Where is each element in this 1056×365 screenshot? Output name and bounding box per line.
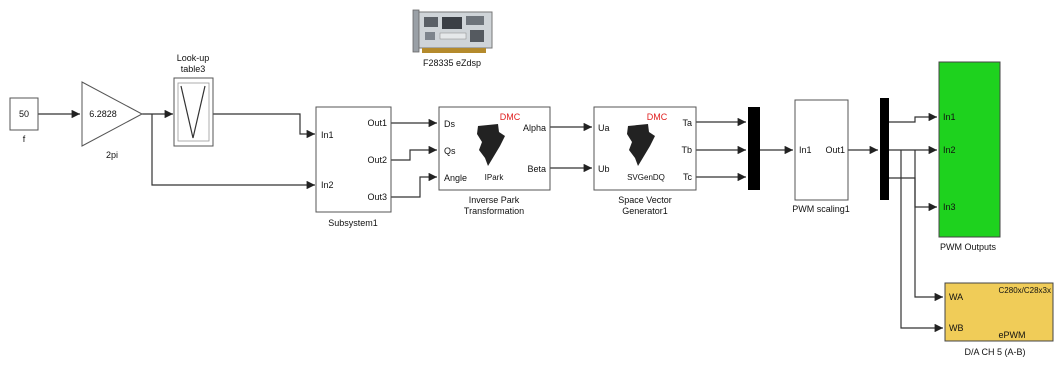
signal-wires <box>38 109 943 333</box>
mux-block[interactable] <box>748 107 760 190</box>
pwm-outputs-in2-port: In2 <box>943 145 956 155</box>
pwm-scaling-label: PWM scaling1 <box>792 204 850 214</box>
svgen-ta-port: Ta <box>682 118 692 128</box>
constant-label: f <box>23 134 26 144</box>
ipark-angle-port: Angle <box>444 173 467 183</box>
ipark-ds-port: Ds <box>444 119 455 129</box>
pwm-outputs-in3-port: In3 <box>943 202 956 212</box>
wire-out2-to-qs <box>391 145 437 161</box>
wire-demux-to-in3 <box>889 177 937 212</box>
pwm-outputs-block[interactable]: In1 In2 In3 PWM Outputs <box>938 61 1001 252</box>
svgen-tc-port: Tc <box>683 172 693 182</box>
subsystem-in2-port: In2 <box>321 180 334 190</box>
constant-value: 50 <box>19 109 29 119</box>
svgen-name: SVGenDQ <box>627 173 665 182</box>
wire-to-dac-wb <box>900 150 943 333</box>
svgen-block[interactable]: Ua Ub Ta Tb Tc DMC SVGenDQ Space Vector … <box>593 106 697 216</box>
svgen-ua-port: Ua <box>598 123 610 133</box>
dac-epwm-block[interactable]: WA WB C280x/C28x3x ePWM D/A CH 5 (A-B) <box>944 282 1054 357</box>
lookup-table-block[interactable]: Look-up table3 <box>173 53 214 147</box>
subsystem1-block[interactable]: In1 In2 Out1 Out2 Out3 Subsystem1 <box>315 106 392 228</box>
ipark-qs-port: Qs <box>444 146 456 156</box>
wire-lookup-to-subsystem-in1 <box>213 113 315 139</box>
pwm-outputs-in1-port: In1 <box>943 112 956 122</box>
svgen-tb-port: Tb <box>681 145 692 155</box>
circuit-board-icon <box>412 9 493 53</box>
triangle-wave-icon <box>180 85 206 139</box>
ipark-alpha-port: Alpha <box>523 123 546 133</box>
board-label: F28335 eZdsp <box>423 58 481 68</box>
wire-gain-to-subsystem-in2 <box>151 114 315 190</box>
wire-demux-to-in1 <box>889 112 937 123</box>
texas-logo-icon <box>627 124 655 166</box>
svgen-ub-port: Ub <box>598 164 610 174</box>
dac-wb-port: WB <box>949 323 964 333</box>
subsystem-out1-port: Out1 <box>367 118 387 128</box>
subsystem-label: Subsystem1 <box>328 218 378 228</box>
pwm-outputs-label: PWM Outputs <box>940 242 997 252</box>
ipark-label-line1: Inverse Park <box>469 195 520 205</box>
ipark-beta-port: Beta <box>527 164 546 174</box>
subsystem-out2-port: Out2 <box>367 155 387 165</box>
ipark-block[interactable]: Ds Qs Angle Alpha Beta DMC IPark Inverse… <box>438 106 551 216</box>
pwm-scaling-block[interactable]: In1 Out1 PWM scaling1 <box>792 99 850 214</box>
lookup-label-line2: table3 <box>181 64 206 74</box>
subsystem-out3-port: Out3 <box>367 192 387 202</box>
pwm-scaling-out1-port: Out1 <box>825 145 845 155</box>
texas-logo-icon <box>477 124 505 166</box>
gain-label: 2pi <box>106 150 118 160</box>
dac-type-label: ePWM <box>999 330 1026 340</box>
constant-block[interactable]: 50 f <box>9 97 39 144</box>
dac-wa-port: WA <box>949 292 963 302</box>
demux-block[interactable] <box>880 98 889 200</box>
wire-to-dac-wa <box>914 150 943 302</box>
wire-out3-to-angle <box>391 172 437 198</box>
gain-block[interactable]: 6.2828 2pi <box>81 81 144 160</box>
f28335-ezdsp-block[interactable]: F28335 eZdsp <box>412 9 493 68</box>
dac-label: D/A CH 5 (A-B) <box>964 347 1025 357</box>
svgen-label-line1: Space Vector <box>618 195 672 205</box>
ipark-name: IPark <box>485 173 505 182</box>
svgen-label-line2: Generator1 <box>622 206 668 216</box>
dac-family-label: C280x/C28x3x <box>999 286 1051 295</box>
lookup-label-line1: Look-up <box>177 53 210 63</box>
subsystem-in1-port: In1 <box>321 130 334 140</box>
ipark-label-line2: Transformation <box>464 206 524 216</box>
ipark-dmc-tag: DMC <box>500 112 521 122</box>
svgen-dmc-tag: DMC <box>647 112 668 122</box>
gain-value: 6.2828 <box>89 109 117 119</box>
pwm-scaling-in1-port: In1 <box>799 145 812 155</box>
